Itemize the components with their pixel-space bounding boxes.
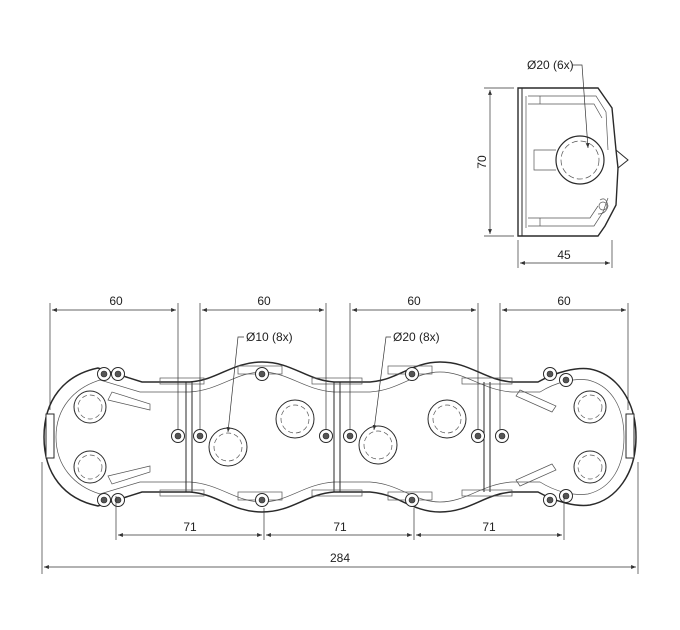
screw-hole bbox=[408, 496, 416, 504]
screw-hole bbox=[100, 496, 108, 504]
overall-extension-lines bbox=[41, 462, 639, 574]
top-view: 60 60 60 60 Ø10 (8x) Ø20 (8x) 71 71 71 bbox=[41, 294, 639, 574]
spacing-label-2: 60 bbox=[257, 294, 271, 308]
pitch-label-1: 71 bbox=[183, 520, 197, 534]
spacing-extension-lines bbox=[49, 303, 629, 430]
pitch-label-3: 71 bbox=[482, 520, 496, 534]
screw-hole bbox=[100, 370, 108, 378]
screw-hole bbox=[546, 370, 554, 378]
screw-hole bbox=[346, 432, 354, 440]
spacing-label-1: 60 bbox=[109, 294, 123, 308]
pitch-label-2: 71 bbox=[333, 520, 347, 534]
large-knockouts bbox=[73, 390, 607, 484]
partition-walls bbox=[159, 377, 513, 497]
side-hole-callout: Ø20 (6x) bbox=[527, 58, 574, 72]
screw-hole bbox=[322, 432, 330, 440]
screw-hole bbox=[562, 376, 570, 384]
height-dimension-label: 70 bbox=[475, 155, 489, 169]
large-hole-callout: Ø20 (8x) bbox=[393, 330, 440, 344]
small-hole-callout: Ø10 (8x) bbox=[246, 330, 293, 344]
screw-bosses bbox=[97, 367, 573, 507]
pitch-extension-lines bbox=[115, 496, 565, 540]
screw-hole bbox=[258, 496, 266, 504]
screw-hole bbox=[114, 370, 122, 378]
screw-hole bbox=[174, 432, 182, 440]
side-view: Ø20 (6x) 70 45 bbox=[475, 58, 629, 268]
spacing-label-4: 60 bbox=[557, 294, 571, 308]
screw-hole bbox=[196, 432, 204, 440]
screw-hole bbox=[546, 496, 554, 504]
screw-hole bbox=[258, 370, 266, 378]
screw-hole bbox=[408, 370, 416, 378]
screw-hole bbox=[562, 492, 570, 500]
screw-hole bbox=[474, 432, 482, 440]
depth-dimension-label: 45 bbox=[557, 248, 571, 262]
overall-length-label: 284 bbox=[330, 551, 350, 565]
spacing-label-3: 60 bbox=[407, 294, 421, 308]
screw-hole bbox=[114, 496, 122, 504]
screw-hole bbox=[498, 432, 506, 440]
